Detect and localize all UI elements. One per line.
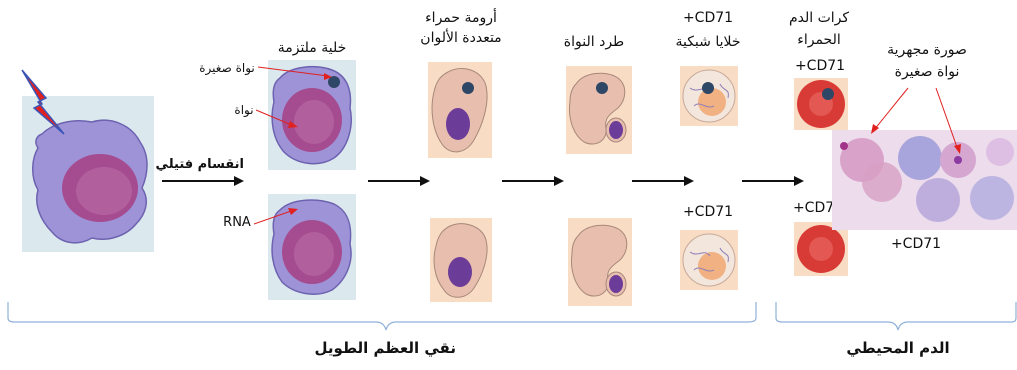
region-label-bone-marrow: نقي العظم الطويل	[316, 340, 456, 357]
region-label-peripheral-blood: الدم المحيطي	[838, 340, 958, 357]
bone-marrow-brace	[0, 300, 1017, 340]
micrograph-cd71-label: CD71+	[876, 236, 956, 253]
